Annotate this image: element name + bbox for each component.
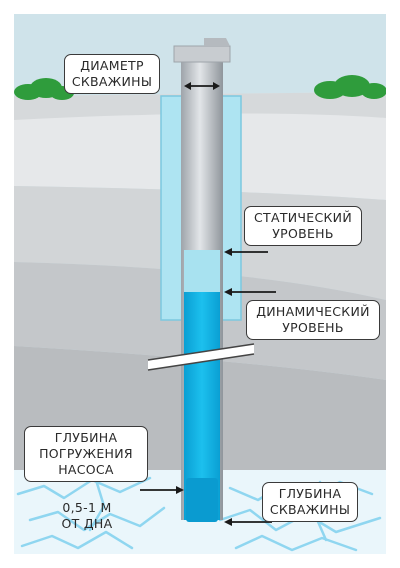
label-pump-depth: ГЛУБИНА ПОГРУЖЕНИЯ НАСОСА — [24, 426, 148, 482]
pipe-cap — [173, 45, 231, 63]
label-pump-offset-line2: ОТ ДНА — [61, 516, 113, 531]
label-pump-offset-line1: 0,5-1 М — [62, 500, 112, 515]
label-well-diameter: ДИАМЕТР СКВАЖИНЫ — [64, 54, 160, 94]
pipe-break-icon — [147, 343, 255, 371]
double-arrow-icon — [184, 82, 220, 90]
label-pump-depth-line1: ГЛУБИНА — [54, 430, 118, 445]
arrow-icon — [140, 486, 184, 494]
pump — [186, 478, 218, 522]
label-dynamic-level-line2: УРОВЕНЬ — [282, 320, 344, 335]
water-static-zone — [184, 250, 220, 292]
label-well-depth-line1: ГЛУБИНА — [278, 486, 342, 501]
label-well-depth: ГЛУБИНА СКВАЖИНЫ — [262, 482, 358, 522]
label-pump-depth-line3: НАСОСА — [58, 462, 114, 477]
label-pump-depth-line2: ПОГРУЖЕНИЯ — [39, 446, 133, 461]
grass-right — [314, 75, 387, 99]
label-well-depth-line2: СКВАЖИНЫ — [269, 502, 351, 517]
label-dynamic-level: ДИНАМИЧЕСКИЙ УРОВЕНЬ — [246, 300, 380, 340]
arrow-icon — [224, 518, 272, 526]
label-well-diameter-line1: ДИАМЕТР — [80, 58, 144, 73]
label-pump-offset: 0,5-1 М ОТ ДНА — [40, 500, 134, 532]
label-static-level: СТАТИЧЕСКИЙ УРОВЕНЬ — [244, 206, 362, 246]
pipe-cap-lip — [204, 38, 230, 46]
arrow-icon — [224, 288, 276, 296]
arrow-icon — [224, 248, 268, 256]
label-static-level-line1: СТАТИЧЕСКИЙ — [254, 210, 352, 225]
label-dynamic-level-line1: ДИНАМИЧЕСКИЙ — [256, 304, 370, 319]
label-well-diameter-line2: СКВАЖИНЫ — [71, 74, 153, 89]
label-static-level-line2: УРОВЕНЬ — [272, 226, 334, 241]
